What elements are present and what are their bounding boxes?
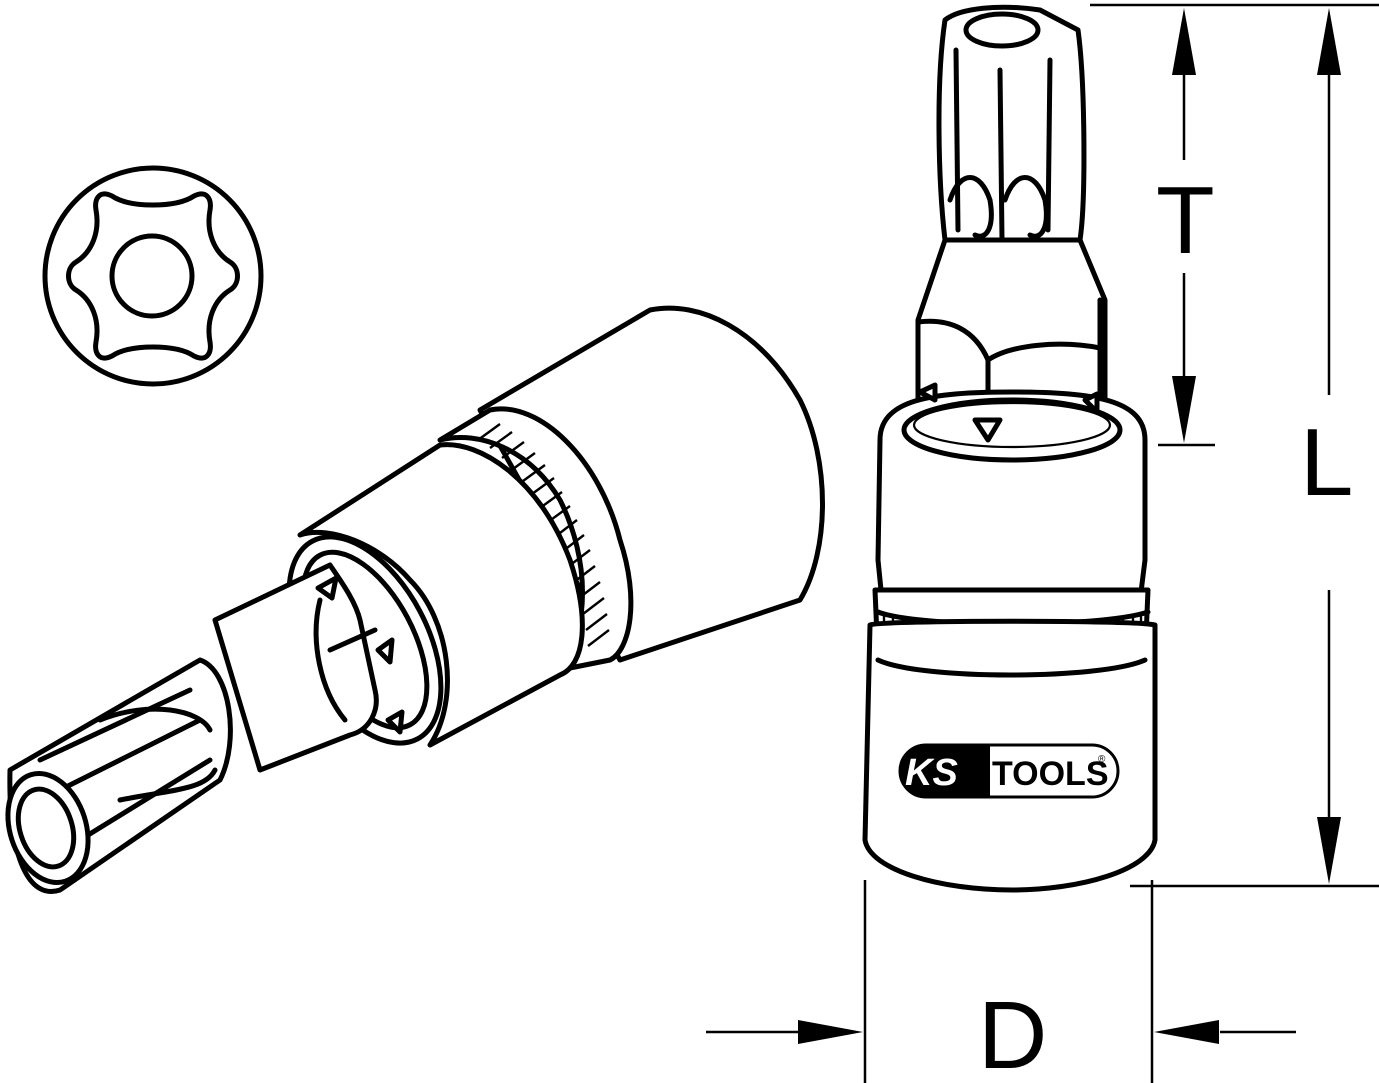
arrow-down-icon <box>1317 817 1341 884</box>
dimension-T: T <box>1090 3 1379 447</box>
arrow-right-icon <box>798 1020 863 1044</box>
logo-registered-mark: ® <box>1098 754 1106 765</box>
dimension-D: D <box>706 880 1296 1083</box>
arrow-up-icon <box>1172 8 1196 75</box>
isometric-socket-view <box>5 305 825 894</box>
arrow-down-icon <box>1172 376 1196 443</box>
ks-tools-logo: KS TOOLS ® <box>898 743 1120 799</box>
arrow-left-icon <box>1154 1020 1219 1044</box>
dimension-label-D: D <box>978 982 1047 1083</box>
dimension-label-L: L <box>1300 409 1353 516</box>
torx-profile-icon <box>42 165 264 387</box>
dimension-L: L <box>1130 8 1379 888</box>
arrow-up-icon <box>1317 8 1341 75</box>
dimension-label-T: T <box>1156 167 1215 274</box>
logo-tools-text: TOOLS <box>992 755 1109 793</box>
logo-ks-text: KS <box>905 752 958 794</box>
